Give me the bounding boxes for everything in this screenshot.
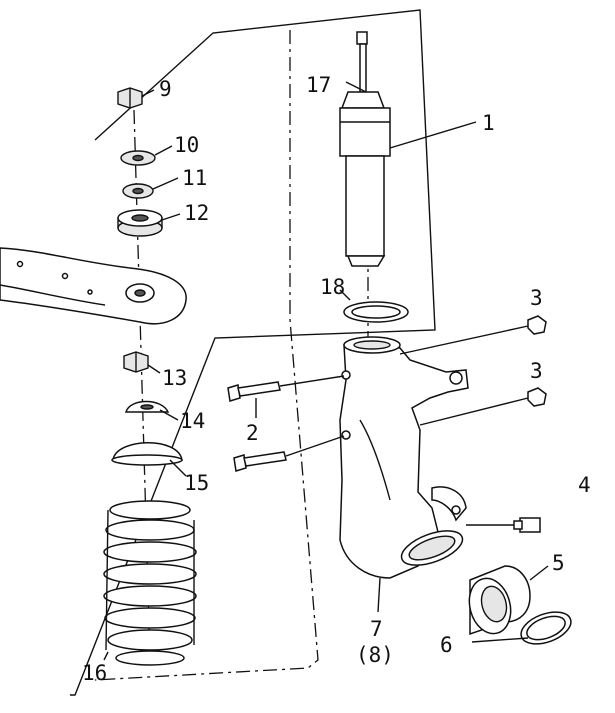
label-3b: 3 [530, 359, 543, 383]
nuts-part-3 [399, 315, 547, 426]
label-15: 15 [184, 471, 209, 495]
washer-part-11 [122, 183, 154, 199]
label-8: (8) [356, 643, 394, 667]
label-13: 13 [162, 366, 187, 390]
label-1: 1 [482, 111, 495, 135]
dashed-outline [94, 30, 319, 681]
center-axis [133, 109, 151, 661]
snap-ring-part-6 [520, 611, 572, 645]
label-14: 14 [180, 409, 205, 433]
seal-ring-part-18 [343, 301, 409, 323]
nut-part-9 [117, 87, 143, 109]
coil-spring-part-16 [103, 500, 197, 666]
label-5: 5 [552, 551, 565, 575]
label-3a: 3 [530, 286, 543, 310]
frame-outline [70, 9, 436, 696]
label-2: 2 [246, 421, 259, 445]
bushing-part-12 [117, 209, 163, 237]
label-6: 6 [440, 633, 453, 657]
dome-part-15 [111, 442, 183, 466]
label-4: 4 [578, 473, 591, 497]
cup-part-14 [125, 400, 170, 413]
shock-absorber-part-1 [339, 31, 391, 267]
label-18: 18 [320, 275, 345, 299]
label-16: 16 [82, 661, 107, 685]
label-7: 7 [370, 617, 383, 641]
label-9: 9 [159, 77, 172, 101]
label-10: 10 [174, 133, 199, 157]
leader-lines [103, 81, 549, 661]
plug-part-4 [466, 517, 541, 533]
label-11: 11 [182, 166, 207, 190]
nut-part-13 [123, 351, 149, 373]
bearing-part-5 [468, 565, 531, 636]
control-arm [0, 247, 187, 325]
washer-part-10 [120, 150, 156, 166]
label-17: 17 [306, 73, 331, 97]
label-12: 12 [184, 201, 209, 225]
steering-knuckle-part-7 [339, 336, 469, 579]
bolts-part-2 [227, 375, 345, 472]
